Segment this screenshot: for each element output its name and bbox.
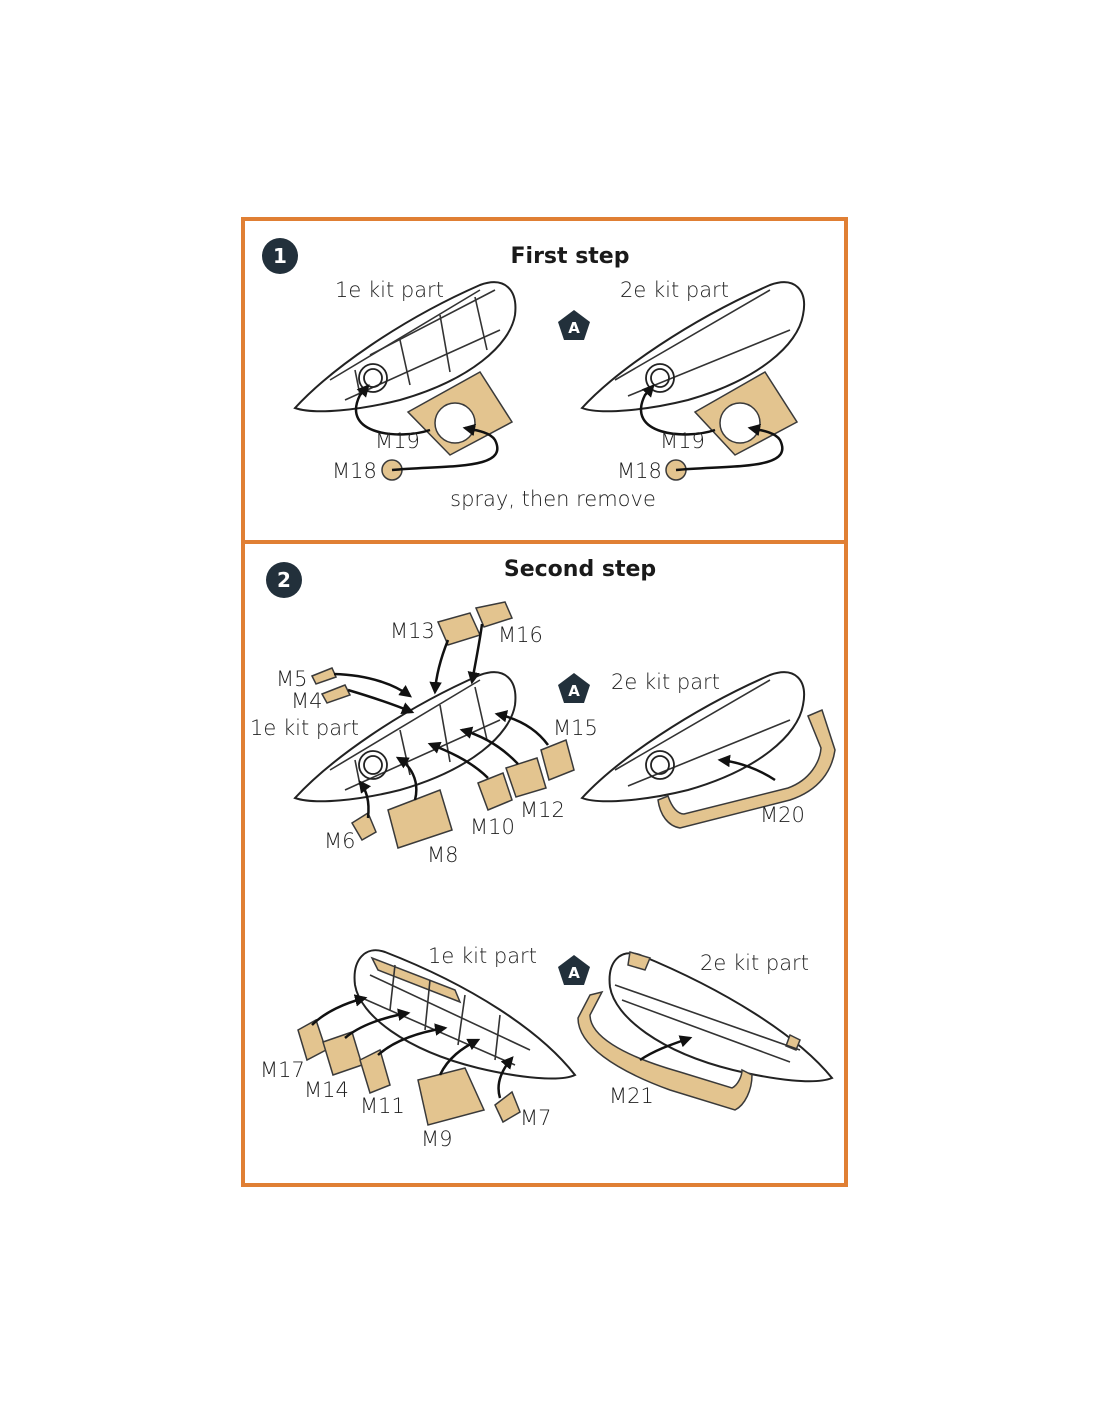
step-2-upper-right-canopy: [580, 671, 806, 803]
step-1-left-canopy: [293, 281, 517, 413]
arrow-m12: [459, 726, 519, 765]
mask-m15: [540, 738, 575, 782]
step-1-left-arrow-2: [354, 384, 431, 436]
label-m13: M13: [390, 619, 435, 643]
label-m21: M21: [609, 1084, 654, 1108]
label-m11: M11: [360, 1094, 405, 1118]
step-2-lower-right-part-label: 2e kit part: [700, 951, 809, 975]
step-2-upper-marker-letter: A: [568, 682, 580, 700]
arrow-m4: [347, 688, 415, 714]
mask-m20: [657, 708, 836, 829]
arrow-m9: [438, 1038, 481, 1076]
mask-m14: [322, 1031, 363, 1076]
step-1-left-label-m19: M19: [375, 429, 420, 453]
arrow-m6: [358, 779, 371, 819]
label-m12: M12: [520, 798, 565, 822]
mask-m6: [350, 811, 377, 842]
step-1-left-label-m18: M18: [332, 459, 377, 483]
arrow-m11: [377, 1023, 448, 1056]
step-1-marker-a: A: [558, 310, 590, 340]
label-m17: M17: [260, 1058, 305, 1082]
step-1-right-arrow-2: [639, 384, 716, 436]
arrow-m20: [717, 754, 776, 782]
step-1-left-mask-hole: [434, 402, 476, 444]
step-2-lower-marker-a: A: [558, 955, 590, 985]
step-1-right-part-label: 2e kit part: [620, 278, 729, 302]
step-2-upper-marker-a: A: [558, 673, 590, 703]
step-2-upper-left-canopy: [293, 671, 517, 803]
step-2-upper-right-part-label: 2e kit part: [611, 670, 720, 694]
step-1-right-canopy: [580, 281, 806, 413]
step-2-lower-left-part-label: 1e kit part: [428, 944, 537, 968]
step-2-upper-left-part-label: 1e kit part: [250, 716, 359, 740]
step-1-number: 1: [273, 244, 287, 268]
label-m8: M8: [427, 843, 458, 867]
arrow-m13: [429, 639, 450, 695]
label-m14: M14: [304, 1078, 349, 1102]
step-1-left-part-label: 1e kit part: [335, 278, 444, 302]
label-m16: M16: [498, 623, 543, 647]
step-1-right-label-m19: M19: [660, 429, 705, 453]
arrow-m10: [427, 741, 489, 779]
step-2-lower-right-canopy: [608, 951, 834, 1083]
mask-m8: [387, 789, 453, 849]
mask-m11: [359, 1048, 391, 1095]
label-m6: M6: [324, 829, 355, 853]
arrow-m5: [333, 672, 413, 698]
mask-m5: [310, 667, 338, 685]
step-1-right-label-m18: M18: [617, 459, 662, 483]
step-1-panel: 1 First step 1e kit part 2e kit part A M…: [241, 217, 848, 544]
mask-m7: [494, 1090, 521, 1124]
step-1-note: spray, then remove: [450, 487, 656, 511]
step-1-badge: [262, 238, 298, 274]
label-m15: M15: [553, 716, 598, 740]
step-2-title: Second step: [504, 557, 656, 582]
mask-m12: [505, 757, 547, 798]
step-2-lower-marker-letter: A: [568, 964, 580, 982]
step-2-lower-left-canopy: [353, 949, 577, 1080]
label-m7: M7: [520, 1106, 551, 1130]
arrow-m21: [639, 1035, 693, 1062]
arrow-m17: [311, 994, 368, 1026]
mask-m4: [320, 684, 352, 704]
step-2-border: [241, 540, 848, 1187]
arrow-m15: [494, 710, 550, 746]
mask-m21: [577, 990, 753, 1111]
mask-m16: [474, 601, 514, 628]
arrow-m14: [344, 1008, 411, 1039]
arrow-m16: [467, 623, 484, 685]
label-m5: M5: [276, 667, 307, 691]
arrow-m7: [497, 1056, 514, 1099]
step-2-number: 2: [277, 568, 291, 592]
label-m10: M10: [470, 815, 515, 839]
step-1-right-arrow-1: [675, 423, 784, 472]
step-1-title: First step: [511, 244, 630, 269]
mask-m17: [297, 1018, 327, 1062]
label-m20: M20: [760, 803, 805, 827]
mask-m10: [477, 772, 513, 811]
mask-m9: [417, 1067, 486, 1126]
arrow-m8: [395, 756, 418, 801]
step-1-marker-letter: A: [568, 319, 580, 337]
label-m9: M9: [421, 1127, 452, 1151]
step-2-panel: 2 Second step 1e kit part M13 M16 M: [241, 540, 848, 1187]
mask-m13: [436, 612, 482, 646]
step-1-right-mask-hole: [719, 402, 761, 444]
step-1-left-arrow-1: [391, 423, 499, 472]
step-2-badge: [266, 562, 302, 598]
label-m4: M4: [291, 689, 322, 713]
